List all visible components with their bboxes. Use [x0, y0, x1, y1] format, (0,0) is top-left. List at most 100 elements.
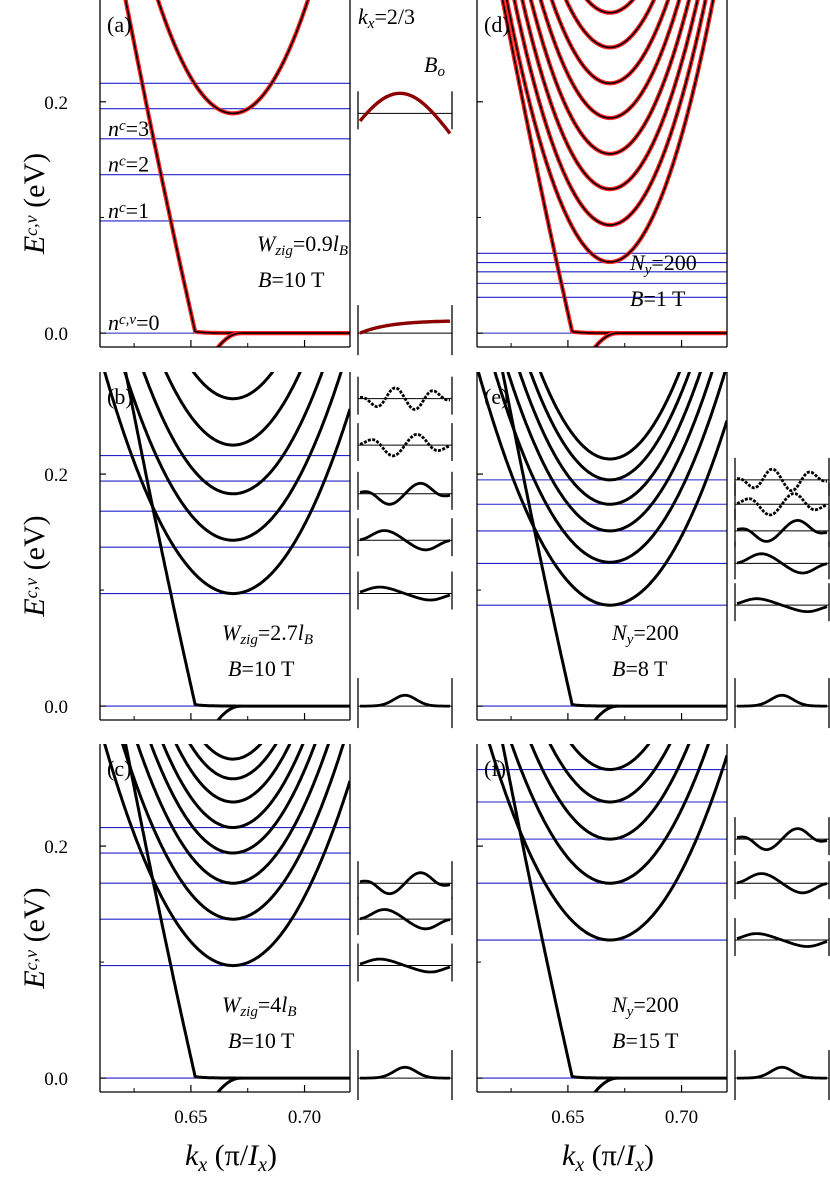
field-label: B=10 T [228, 1028, 295, 1053]
band-curve [103, 372, 350, 596]
y-tick-label: 0.2 [44, 93, 68, 114]
y-axis-label: Ec,v (eV) [18, 153, 51, 255]
field-label: B=8 T [612, 656, 668, 681]
y-axis-label: Ec,v (eV) [18, 887, 51, 989]
band-curve [149, 744, 317, 855]
valence-band [216, 704, 241, 720]
y-axis-label: Ec,v (eV) [18, 515, 51, 617]
band-curve [538, 372, 682, 461]
wavefunction-curve [359, 871, 451, 896]
band-curve [487, 744, 727, 942]
band-curve [517, 372, 702, 506]
wavefunction-curve [737, 693, 827, 708]
inset [734, 817, 830, 1101]
band-curve [174, 744, 292, 804]
width-label: Wzig=2.7lB [222, 620, 313, 648]
width-label: Wzig=4lB [222, 992, 297, 1020]
panel-b: 0.0 0.2Ec,v (eV) (b) Wzig=2.7lB B=10 T [18, 372, 453, 729]
band-curve [123, 372, 343, 542]
band-curve [539, 0, 680, 119]
wavefunction-curve [359, 481, 451, 506]
valence-band-tb [592, 331, 618, 347]
band-curve [142, 372, 324, 496]
band-curve [528, 372, 692, 482]
x-tick-label: 0.70 [288, 1107, 321, 1128]
panel-a: 0.0 0.2Ec,v (eV) (a) Wzig=0.9lB B=10 T nc,v=0… [18, 0, 453, 356]
zero-mode-band [124, 372, 350, 708]
wavefunction-curve [736, 552, 828, 575]
panel-label: (b) [107, 384, 133, 409]
wavefunction-curve [737, 1065, 827, 1080]
band-curve [529, 744, 691, 841]
band-curve [164, 372, 302, 447]
inset: kx=2/3Bo [357, 4, 453, 356]
field-label: B=15 T [612, 1028, 679, 1053]
valence-band-tb [215, 331, 241, 347]
zero-mode-band [124, 744, 350, 1080]
zero-mode-band [501, 744, 727, 1080]
wavefunction-curve [736, 492, 828, 517]
panel-label: (a) [107, 12, 131, 37]
band-curve [191, 372, 275, 401]
level-label: nc=2 [108, 152, 149, 177]
y-tick-label: 0.0 [44, 697, 68, 718]
y-tick-label: 0.2 [44, 465, 68, 486]
wavefunction-curve [358, 91, 452, 135]
wavefunction-curve [736, 519, 828, 543]
y-tick-label: 0.0 [44, 1069, 68, 1090]
x-axis-label: kx (π/Ix) [562, 1139, 654, 1176]
plot-area [477, 372, 727, 720]
band-curve [569, 744, 651, 771]
level-label: nc=1 [108, 198, 149, 223]
band-curve [513, 0, 707, 226]
level-label: nc,v=0 [108, 310, 160, 335]
valence-band [217, 332, 241, 347]
x-tick-label: 0.65 [174, 1107, 207, 1128]
wavefunction-curve [359, 908, 451, 931]
wavefunction-curve [360, 386, 450, 411]
wavefunction-curve [359, 433, 451, 458]
level-label: nc=3 [108, 116, 149, 141]
valence-band [593, 1076, 618, 1092]
band-curve [103, 744, 350, 968]
inset-label: Bo [424, 52, 445, 80]
width-label: Ny=200 [611, 620, 679, 648]
band-curve [530, 0, 690, 155]
panel-label: (c) [107, 756, 131, 781]
valence-band [593, 704, 618, 720]
band-curve [586, 0, 634, 14]
panel-label: (d) [484, 12, 510, 37]
panel-label: (e) [484, 384, 508, 409]
band-curve [188, 744, 278, 781]
plot-area [100, 744, 350, 1092]
plot-area [477, 744, 727, 1092]
band-curve [506, 372, 714, 533]
field-label: B=10 T [258, 267, 325, 292]
wavefunction-curve [360, 693, 450, 708]
band-curve [161, 744, 305, 829]
band-curve [493, 372, 727, 564]
width-label: Wzig=0.9lB [257, 231, 348, 259]
band-curve [203, 744, 263, 761]
wavefunction-curve [736, 827, 828, 851]
wavefunction-curve [359, 529, 451, 552]
x-tick-label: 0.70 [665, 1107, 698, 1128]
wavefunction-curve [359, 585, 451, 602]
band-curve [477, 372, 727, 607]
field-label: B=10 T [228, 656, 295, 681]
band-curve [506, 0, 714, 263]
valence-band [594, 332, 618, 347]
x-axis-label: kx (π/Ix) [185, 1139, 277, 1176]
band-curve [550, 0, 669, 85]
field-label: B=1 T [630, 286, 686, 311]
inset [357, 376, 453, 729]
y-tick-label: 0.0 [44, 324, 68, 345]
wavefunction-curve [736, 932, 828, 948]
zero-mode-band [501, 372, 727, 708]
band-curve [509, 744, 710, 885]
band-curve [548, 744, 672, 804]
